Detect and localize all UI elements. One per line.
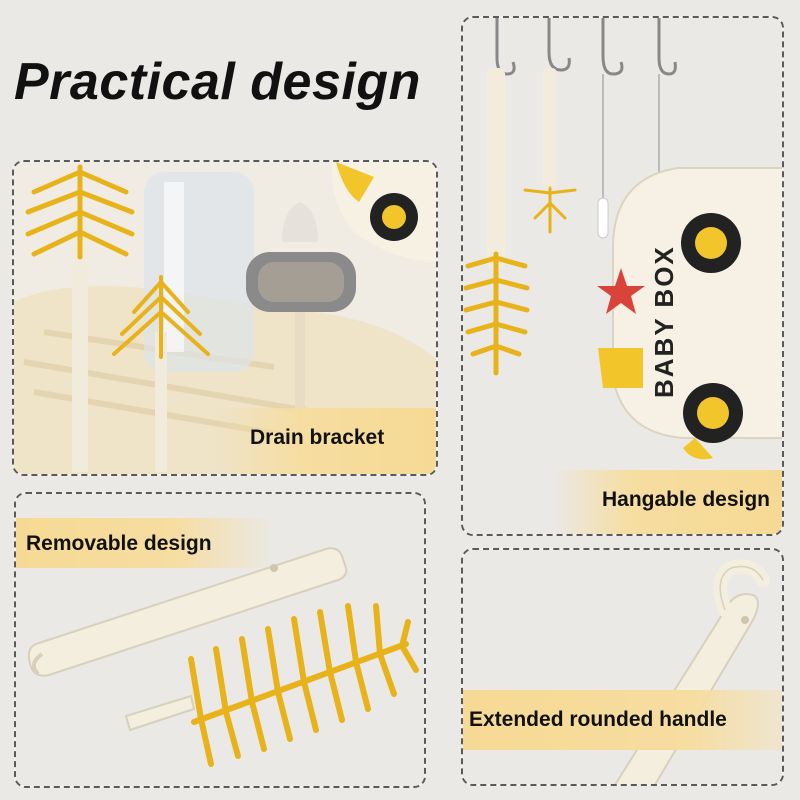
extended-handle-label: Extended rounded handle	[463, 690, 782, 750]
removable-design-label: Removable design	[16, 518, 276, 568]
hangable-design-illustration: BABY BOX	[463, 18, 782, 534]
removable-design-panel: Removable design	[14, 492, 426, 788]
hangable-design-panel: BABY BOX Hangable design	[461, 16, 784, 536]
page-title: Practical design	[14, 53, 421, 111]
hangable-design-label: Hangable design	[552, 470, 782, 534]
extended-handle-illustration	[463, 550, 782, 784]
drain-bracket-panel: Drain bracket	[12, 160, 438, 476]
extended-handle-panel: Extended rounded handle	[461, 548, 784, 786]
drain-bracket-label: Drain bracket	[216, 408, 436, 474]
car-box-text: BABY BOX	[649, 245, 679, 398]
